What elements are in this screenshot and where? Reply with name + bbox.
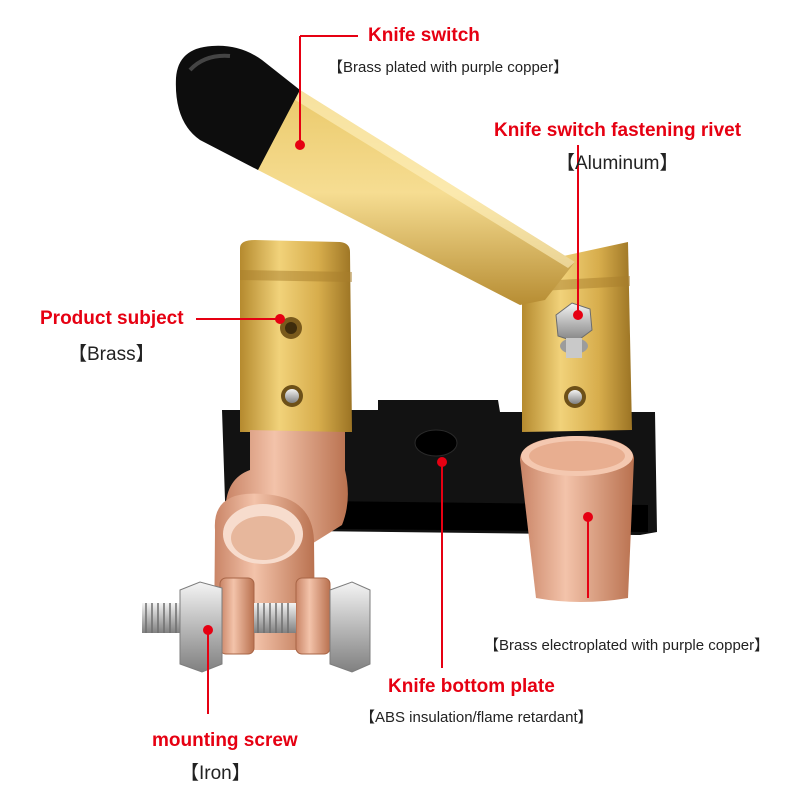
rivet-shape <box>555 302 593 358</box>
product-subject-material: 【Brass】 <box>68 344 155 365</box>
knife-lever-shape <box>175 45 575 305</box>
mounting-screw-material: 【Iron】 <box>180 763 251 784</box>
fastening-rivet-material: 【Aluminum】 <box>556 153 679 174</box>
bottom-plate-title: Knife bottom plate <box>388 676 555 697</box>
bottom-plate-material: 【ABS insulation/flame retardant】 <box>360 709 593 726</box>
left-bracket-shape <box>240 240 352 432</box>
knife-switch-material: 【Brass plated with purple copper】 <box>328 59 569 76</box>
copper-clamp-shape <box>214 430 348 655</box>
copper-sleeve-shape <box>520 436 634 602</box>
copper-sleeve-material: 【Brass electroplated with purple copper】 <box>484 637 770 654</box>
knife-switch-title: Knife switch <box>368 25 480 46</box>
fastening-rivet-title: Knife switch fastening rivet <box>494 120 742 141</box>
leader-lines <box>196 35 593 714</box>
mounting-screw-title: mounting screw <box>152 730 298 751</box>
plate-hole <box>414 429 458 457</box>
screw-shape <box>142 581 371 673</box>
product-subject-title: Product subject <box>40 308 184 329</box>
